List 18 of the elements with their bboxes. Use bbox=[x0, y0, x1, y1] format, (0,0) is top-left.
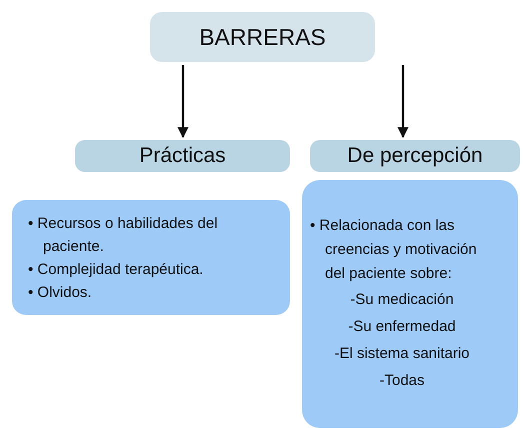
heading-text: BARRERAS bbox=[198, 24, 327, 50]
list-box bbox=[12, 200, 290, 315]
heading-text: De percepción bbox=[346, 144, 484, 168]
bullet-item: • Olvidos. bbox=[28, 282, 93, 302]
heading-box bbox=[150, 12, 375, 62]
arrow bbox=[178, 65, 188, 138]
list-text: -Su enfermedad bbox=[347, 317, 457, 337]
bullet-item: • Relacionada con las creencias y motivación del paciente sobre: bbox=[310, 216, 478, 284]
list-text: -Todas bbox=[378, 371, 426, 391]
bullet-item: • Complejidad terapéutica. bbox=[28, 260, 204, 280]
heading-text: Prácticas bbox=[138, 144, 227, 168]
list-text: -El sistema sanitario bbox=[333, 344, 471, 364]
bullet-item: • Recursos o habilidades del paciente. bbox=[28, 214, 219, 256]
arrow bbox=[398, 65, 408, 138]
list-text: -Su medicación bbox=[349, 290, 455, 310]
heading-box bbox=[310, 140, 520, 172]
heading-box bbox=[75, 140, 290, 172]
list-box bbox=[302, 180, 518, 428]
